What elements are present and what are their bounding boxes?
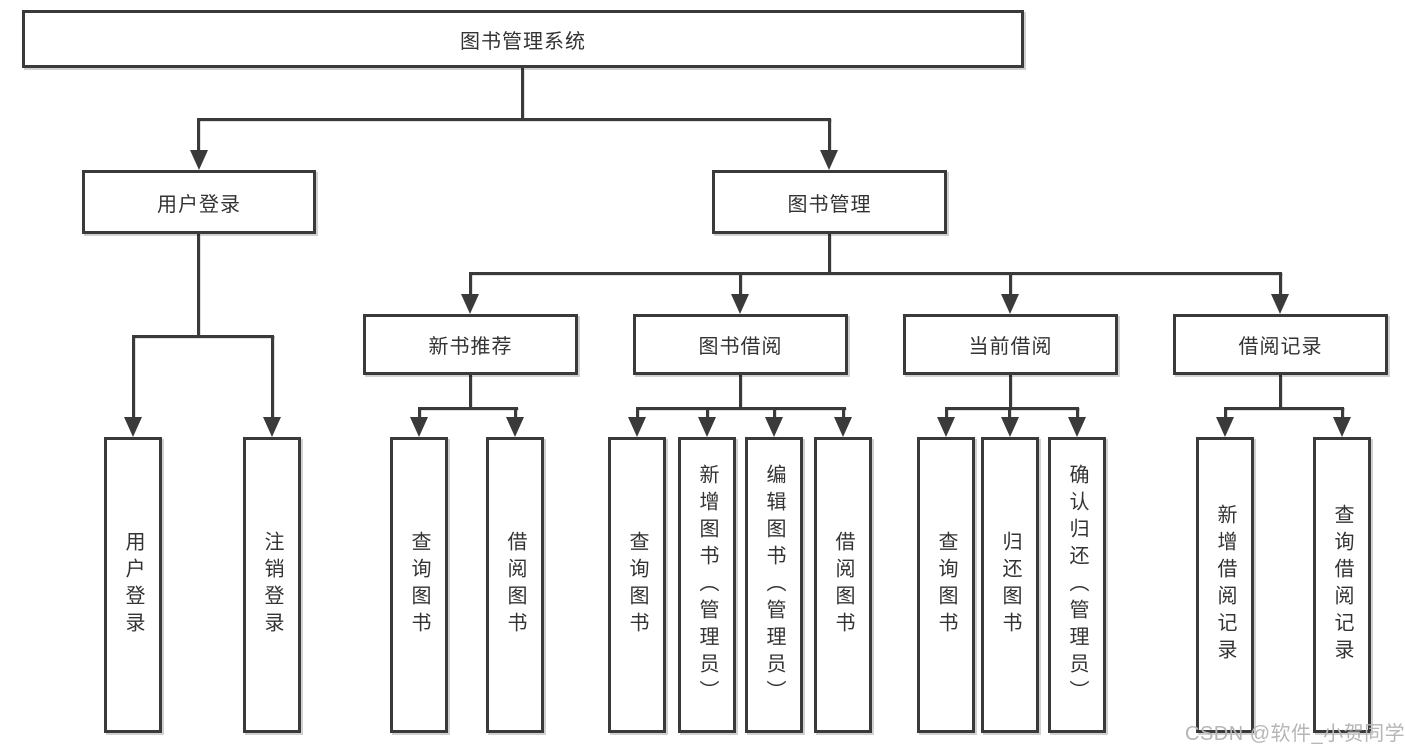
leaf-newbooks-borrow: 借阅图书	[486, 437, 544, 733]
node-current-borrow-label: 当前借阅	[968, 336, 1053, 358]
connector-newbooks-stub	[469, 375, 472, 409]
connector-level3-stub1	[469, 272, 472, 296]
leaf-current-query-label: 查询图书	[935, 531, 957, 639]
connector-level3-stub3	[1009, 272, 1012, 296]
leaf-newbooks-borrow-label: 借阅图书	[504, 531, 526, 639]
connector-currentborrow-leaf2	[1008, 407, 1011, 420]
connector-currentborrow-split	[945, 407, 1079, 410]
leaf-current-confirm-admin-label: 确认归还（管理员）	[1066, 463, 1088, 707]
connector-records-leaf1	[1224, 407, 1227, 420]
connector-currentborrow-leaf1	[945, 407, 948, 420]
arrowhead-down-icon	[410, 417, 428, 437]
arrowhead-down-icon	[1001, 294, 1019, 314]
connector-userlogin-leaf2	[271, 335, 274, 419]
connector-bookmgmt-stub	[828, 234, 831, 272]
leaf-records-add-label: 新增借阅记录	[1214, 504, 1236, 666]
arrowhead-down-icon	[190, 150, 208, 170]
leaf-records-query-label: 查询借阅记录	[1331, 504, 1353, 666]
node-book-management: 图书管理	[712, 170, 947, 234]
connector-newbooks-leaf1	[418, 407, 421, 420]
connector-level2-stub-right	[828, 118, 831, 154]
connector-newbooks-split	[418, 407, 518, 410]
node-book-borrow-label: 图书借阅	[698, 336, 783, 358]
node-borrow-records: 借阅记录	[1173, 314, 1388, 375]
connector-currentborrow-stub	[1009, 375, 1012, 409]
connector-records-leaf2	[1341, 407, 1344, 420]
connector-bookborrow-leaf4	[842, 407, 845, 420]
arrowhead-down-icon	[937, 417, 955, 437]
arrowhead-down-icon	[1333, 417, 1351, 437]
leaf-current-return: 归还图书	[981, 437, 1039, 733]
leaf-current-confirm-admin: 确认归还（管理员）	[1048, 437, 1106, 733]
leaf-borrow-query-label: 查询图书	[626, 531, 648, 639]
connector-level3-stub2	[739, 272, 742, 296]
arrowhead-down-icon	[698, 417, 716, 437]
connector-root-stub	[521, 68, 524, 120]
arrowhead-down-icon	[124, 417, 142, 437]
leaf-current-return-label: 归还图书	[999, 531, 1021, 639]
connector-bookborrow-leaf3	[773, 407, 776, 420]
connector-userlogin-split	[132, 335, 274, 338]
leaf-borrow-edit-admin: 编辑图书（管理员）	[745, 437, 803, 733]
node-current-borrow: 当前借阅	[903, 314, 1118, 375]
arrowhead-down-icon	[263, 417, 281, 437]
connector-bookborrow-stub	[739, 375, 742, 409]
connector-userlogin-leaf1	[132, 335, 135, 419]
arrowhead-down-icon	[1001, 417, 1019, 437]
leaf-newbooks-query: 查询图书	[390, 437, 448, 733]
connector-bookborrow-split	[636, 407, 846, 410]
node-book-borrow: 图书借阅	[633, 314, 848, 375]
arrowhead-down-icon	[1216, 417, 1234, 437]
leaf-borrow-query: 查询图书	[608, 437, 666, 733]
connector-level2-split	[197, 118, 831, 121]
node-root-label: 图书管理系统	[460, 30, 586, 53]
arrowhead-down-icon	[1068, 417, 1086, 437]
node-user-login: 用户登录	[82, 170, 316, 234]
leaf-logout-label: 注销登录	[261, 531, 283, 639]
connector-bookborrow-leaf1	[636, 407, 639, 420]
connector-records-split	[1224, 407, 1344, 410]
arrowhead-down-icon	[834, 417, 852, 437]
csdn-watermark: CSDN @软件_小贺同学	[1185, 723, 1405, 745]
arrowhead-down-icon	[731, 294, 749, 314]
connector-level3-stub4	[1279, 272, 1282, 296]
arrowhead-down-icon	[820, 150, 838, 170]
arrowhead-down-icon	[506, 417, 524, 437]
connector-level3-split	[469, 272, 1282, 275]
connector-records-stub	[1279, 375, 1282, 409]
connector-bookborrow-leaf2	[706, 407, 709, 420]
connector-newbooks-leaf2	[514, 407, 517, 420]
connector-userlogin-stub	[197, 234, 200, 335]
leaf-user-login: 用户登录	[104, 437, 162, 733]
leaf-records-query: 查询借阅记录	[1313, 437, 1371, 733]
leaf-current-query: 查询图书	[917, 437, 975, 733]
arrowhead-down-icon	[628, 417, 646, 437]
arrowhead-down-icon	[461, 294, 479, 314]
leaf-borrow-borrow: 借阅图书	[814, 437, 872, 733]
node-user-login-label: 用户登录	[157, 193, 241, 216]
node-new-book-recommend-label: 新书推荐	[428, 336, 513, 358]
leaf-borrow-add-admin: 新增图书（管理员）	[678, 437, 736, 733]
arrowhead-down-icon	[765, 417, 783, 437]
connector-level2-stub-left	[197, 118, 200, 154]
connector-currentborrow-leaf3	[1076, 407, 1079, 420]
node-book-management-label: 图书管理	[787, 193, 872, 216]
arrowhead-down-icon	[1271, 294, 1289, 314]
node-root: 图书管理系统	[22, 10, 1024, 68]
leaf-borrow-edit-admin-label: 编辑图书（管理员）	[763, 463, 785, 707]
leaf-records-add: 新增借阅记录	[1196, 437, 1254, 733]
node-borrow-records-label: 借阅记录	[1238, 336, 1323, 358]
leaf-newbooks-query-label: 查询图书	[408, 531, 430, 639]
leaf-borrow-borrow-label: 借阅图书	[832, 531, 854, 639]
leaf-borrow-add-admin-label: 新增图书（管理员）	[696, 463, 718, 707]
leaf-logout: 注销登录	[243, 437, 301, 733]
leaf-user-login-label: 用户登录	[122, 531, 144, 639]
node-new-book-recommend: 新书推荐	[363, 314, 578, 375]
